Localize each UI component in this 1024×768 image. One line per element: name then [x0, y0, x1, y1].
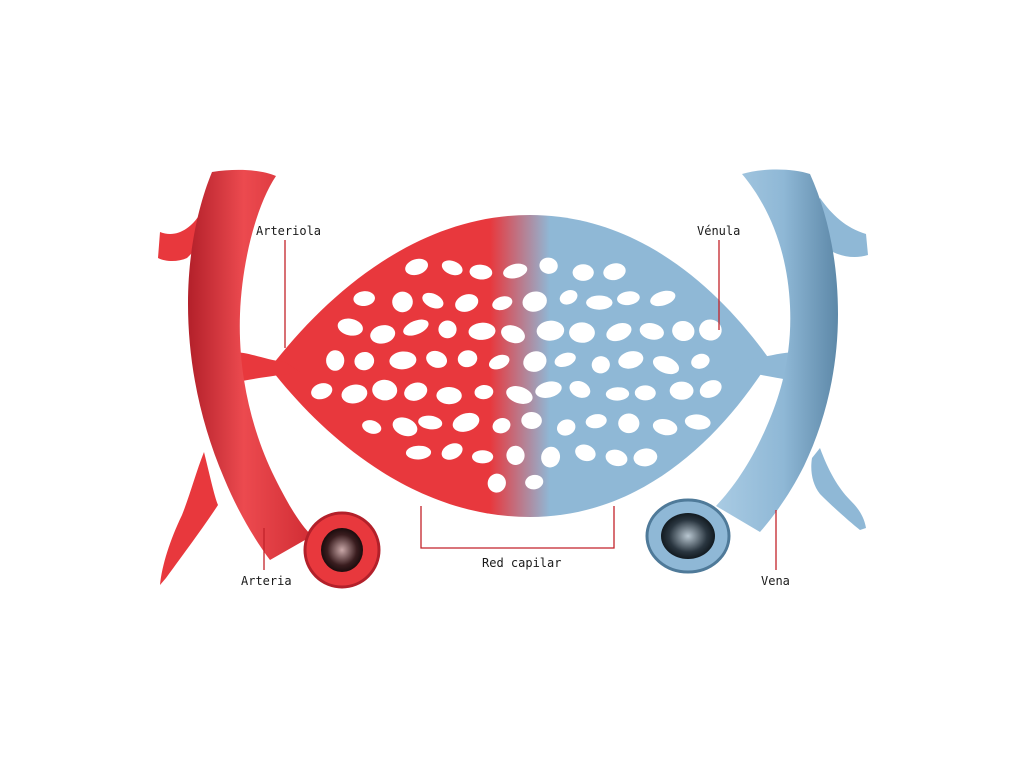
capillary-gap — [353, 291, 375, 307]
capillary-gap — [311, 383, 333, 400]
capillary-gap — [617, 291, 640, 306]
vein-trunk — [716, 169, 838, 532]
capillary-gap — [492, 418, 511, 434]
capillary-gap — [525, 474, 544, 490]
capillary-gap — [634, 385, 656, 401]
capillary-gap — [669, 381, 694, 400]
capillary-gap — [487, 473, 506, 493]
capillary-gap — [405, 258, 429, 276]
capillary-gap — [605, 449, 628, 467]
capillary-gap — [541, 446, 561, 468]
capillary-gap — [569, 322, 595, 343]
artery-trunk — [188, 169, 312, 561]
capillary-gap — [606, 323, 632, 342]
capillary-gap — [436, 386, 462, 405]
capillary-gap — [618, 351, 644, 369]
capillary-gap — [569, 380, 591, 398]
label-arteriola: Arteriola — [256, 224, 322, 238]
capillary-gap — [492, 296, 513, 311]
capillary-gap — [652, 418, 678, 436]
capillary-gap — [559, 290, 578, 305]
capillary-bed-body — [270, 215, 770, 517]
capillary-gap — [523, 351, 547, 372]
capillary-gap — [341, 384, 368, 404]
capillary-gap — [672, 320, 695, 342]
capillary-gap — [392, 291, 413, 313]
capillary-gap — [452, 412, 480, 432]
capillary-gap — [618, 413, 640, 434]
capillary-gap — [535, 381, 562, 398]
capillary-gap — [441, 260, 463, 276]
capillary-gap — [418, 415, 443, 430]
capillary-gap — [556, 419, 576, 436]
capillary-gap — [605, 387, 630, 401]
capillary-gap — [585, 414, 607, 429]
vein-lumen — [661, 513, 715, 559]
capillary-gap — [501, 325, 525, 344]
capillary-gap — [522, 291, 547, 312]
capillary-gap — [337, 318, 363, 336]
capillary-gap — [572, 264, 594, 281]
capillary-gap — [488, 354, 510, 370]
capillary-gap — [586, 295, 613, 310]
label-red-capilar: Red capilar — [482, 556, 562, 570]
label-arteria: Arteria — [241, 574, 292, 588]
capillary-gap — [474, 384, 494, 400]
capillary-gap — [684, 414, 711, 430]
capillary-gap — [503, 263, 528, 279]
capillary-gap — [362, 420, 382, 434]
capillary-gap — [469, 264, 493, 280]
capillary-gap — [506, 386, 533, 404]
capillary-gap — [405, 445, 432, 460]
capillary-gap — [506, 445, 525, 465]
arteriole-branch — [232, 352, 300, 382]
capillary-gap — [389, 351, 417, 370]
capillary-gap — [699, 380, 722, 398]
label-vena: Vena — [761, 574, 790, 588]
artery-lumen — [321, 528, 363, 572]
capillary-gap — [554, 352, 576, 367]
venule-branch — [735, 352, 800, 382]
capillary-gap — [426, 350, 448, 368]
capillary-gap — [521, 411, 542, 430]
capillary-gap — [575, 444, 596, 462]
capillary-gap — [652, 356, 680, 375]
capillary-gap — [354, 351, 375, 371]
leader-lines — [263, 240, 777, 570]
capillary-gap — [422, 292, 444, 309]
capillary-gap — [591, 356, 610, 374]
capillary-gap — [441, 443, 463, 460]
leader-red-capilar-bracket — [420, 506, 615, 549]
capillary-gap — [370, 325, 396, 344]
capillary-gap — [691, 353, 710, 369]
capillary-gap — [455, 294, 479, 312]
capillary-gap — [633, 448, 658, 467]
capillary-mesh-holes — [311, 257, 722, 493]
capillary-gap — [639, 323, 664, 340]
vein-lower-branch — [811, 448, 866, 530]
capillary-gap — [404, 382, 428, 401]
capillary-gap — [699, 319, 722, 341]
artery-vessel — [158, 169, 381, 589]
capillary-gap — [392, 417, 418, 437]
capillary-gap — [438, 320, 457, 339]
capillary-gap — [603, 263, 626, 281]
vein-vessel — [645, 169, 868, 574]
capillary-gap — [326, 350, 345, 371]
capillary-gap — [468, 322, 496, 340]
artery-lower-branch — [160, 452, 218, 585]
label-venula: Vénula — [697, 224, 741, 238]
capillary-gap — [472, 450, 494, 464]
capillary-gap — [457, 350, 478, 368]
capillary-gap — [372, 379, 398, 401]
capillary-bed — [270, 215, 770, 517]
capillary-gap — [650, 290, 676, 307]
capillary-gap — [539, 257, 558, 274]
capillary-gap — [403, 319, 429, 336]
capillary-gap — [536, 320, 565, 341]
